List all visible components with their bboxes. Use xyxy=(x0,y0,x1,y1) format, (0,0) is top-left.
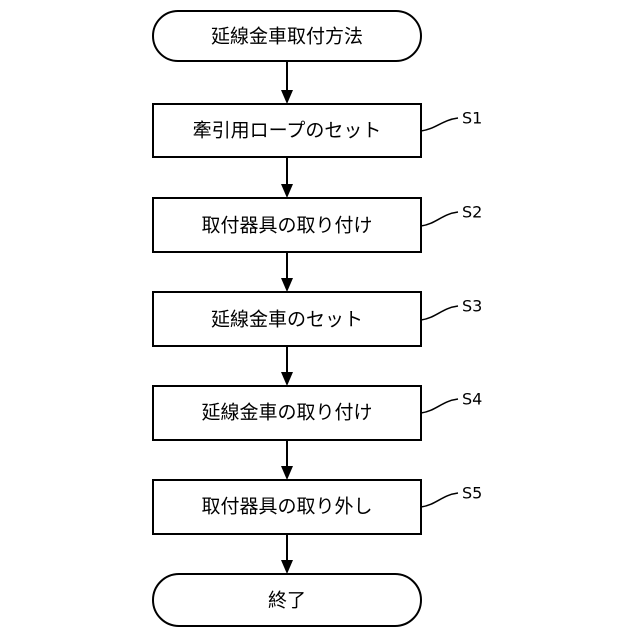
step-s2-id: S2 xyxy=(462,203,482,222)
step-s4-id: S4 xyxy=(462,390,482,409)
step-s4-label: 延線金車の取り付け xyxy=(201,402,372,424)
arrow-start-to-s1 xyxy=(281,61,293,104)
step-s2-label: 取付器具の取り付け xyxy=(201,215,372,237)
arrow-s3-to-s4 xyxy=(281,346,293,386)
step-s5-id: S5 xyxy=(462,484,482,503)
arrow-s1-to-s2 xyxy=(281,157,293,198)
step-s4-leader-line xyxy=(421,399,458,413)
start-terminator: 延線金車取付方法 xyxy=(153,11,421,61)
arrow-s5-to-end xyxy=(281,534,293,574)
step-s2-leader-line xyxy=(421,212,458,226)
step-s5: 取付器具の取り外し S5 xyxy=(153,480,482,534)
end-terminator-label: 終了 xyxy=(268,590,306,612)
step-s1-label: 牽引用ロープのセット xyxy=(193,120,382,142)
arrow-s4-to-s5 xyxy=(281,440,293,480)
step-s3: 延線金車のセット S3 xyxy=(153,292,482,346)
start-terminator-label: 延線金車取付方法 xyxy=(211,26,363,48)
step-s5-leader-line xyxy=(421,493,458,507)
step-s1: 牽引用ロープのセット S1 xyxy=(153,104,482,157)
end-terminator: 終了 xyxy=(153,574,421,626)
step-s3-label: 延線金車のセット xyxy=(211,309,363,331)
step-s1-leader-line xyxy=(421,118,458,131)
arrow-s2-to-s3 xyxy=(281,252,293,292)
step-s4: 延線金車の取り付け S4 xyxy=(153,386,482,440)
step-s5-label: 取付器具の取り外し xyxy=(201,496,372,518)
step-s2: 取付器具の取り付け S2 xyxy=(153,198,482,252)
step-s3-leader-line xyxy=(421,306,458,320)
step-s3-id: S3 xyxy=(462,297,482,316)
step-s1-id: S1 xyxy=(462,109,482,128)
